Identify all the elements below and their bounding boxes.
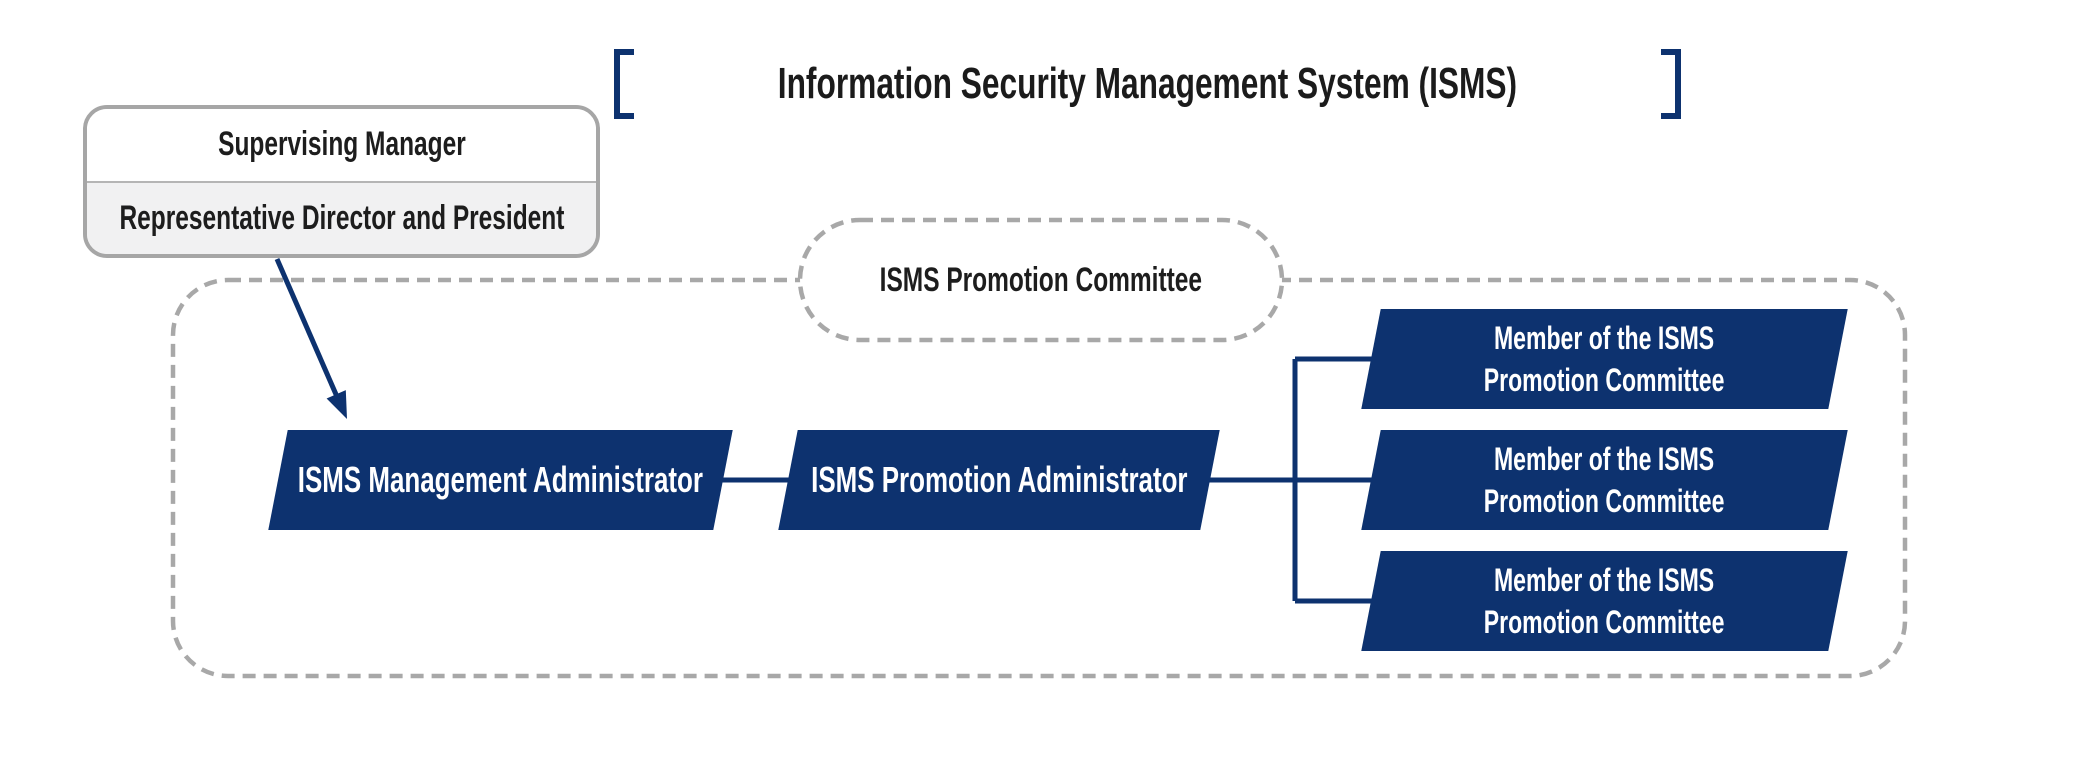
- member-node-3: Member of the ISMS Promotion Committee: [1361, 551, 1848, 651]
- supervising-manager-row: Supervising Manager: [87, 109, 596, 181]
- member-node-1-line2: Promotion Committee: [1484, 362, 1725, 398]
- isms-promotion-committee-pill: ISMS Promotion Committee: [800, 220, 1282, 340]
- page-title: Information Security Management System (…: [634, 59, 1661, 109]
- member-node-1: Member of the ISMS Promotion Committee: [1361, 309, 1848, 409]
- supervising-manager-box: Supervising Manager Representative Direc…: [83, 105, 600, 258]
- isms-promotion-administrator-label: ISMS Promotion Administrator: [810, 459, 1188, 500]
- representative-director-row: Representative Director and President: [87, 180, 596, 254]
- isms-promotion-administrator-node: ISMS Promotion Administrator: [778, 430, 1220, 530]
- representative-director-label: Representative Director and President: [119, 198, 564, 237]
- member-node-3-line1: Member of the ISMS: [1494, 561, 1715, 598]
- member-node-3-label: Member of the ISMS Promotion Committee: [1484, 559, 1725, 643]
- member-node-2-line1: Member of the ISMS: [1494, 440, 1715, 477]
- member-node-1-label: Member of the ISMS Promotion Committee: [1484, 317, 1725, 401]
- member-node-2: Member of the ISMS Promotion Committee: [1361, 430, 1848, 530]
- right-bracket-decoration: [1660, 49, 1681, 119]
- left-bracket-decoration: [614, 49, 634, 119]
- supervisor-arrow: [274, 258, 347, 419]
- member-node-2-line2: Promotion Committee: [1484, 483, 1725, 519]
- arrowhead-icon: [326, 390, 347, 419]
- committee-pill-dashed-border: [797, 217, 1285, 343]
- diagram-title-row: Information Security Management System (…: [614, 46, 1681, 122]
- member-node-3-line2: Promotion Committee: [1484, 604, 1725, 640]
- supervising-manager-label: Supervising Manager: [217, 125, 466, 164]
- page-title-text: Information Security Management System (…: [777, 59, 1518, 108]
- isms-promotion-committee-label: ISMS Promotion Committee: [879, 260, 1203, 299]
- isms-management-administrator-node: ISMS Management Administrator: [268, 430, 733, 530]
- isms-management-administrator-label: ISMS Management Administrator: [297, 459, 704, 500]
- member-node-1-line1: Member of the ISMS: [1494, 319, 1715, 356]
- member-node-2-label: Member of the ISMS Promotion Committee: [1484, 438, 1725, 522]
